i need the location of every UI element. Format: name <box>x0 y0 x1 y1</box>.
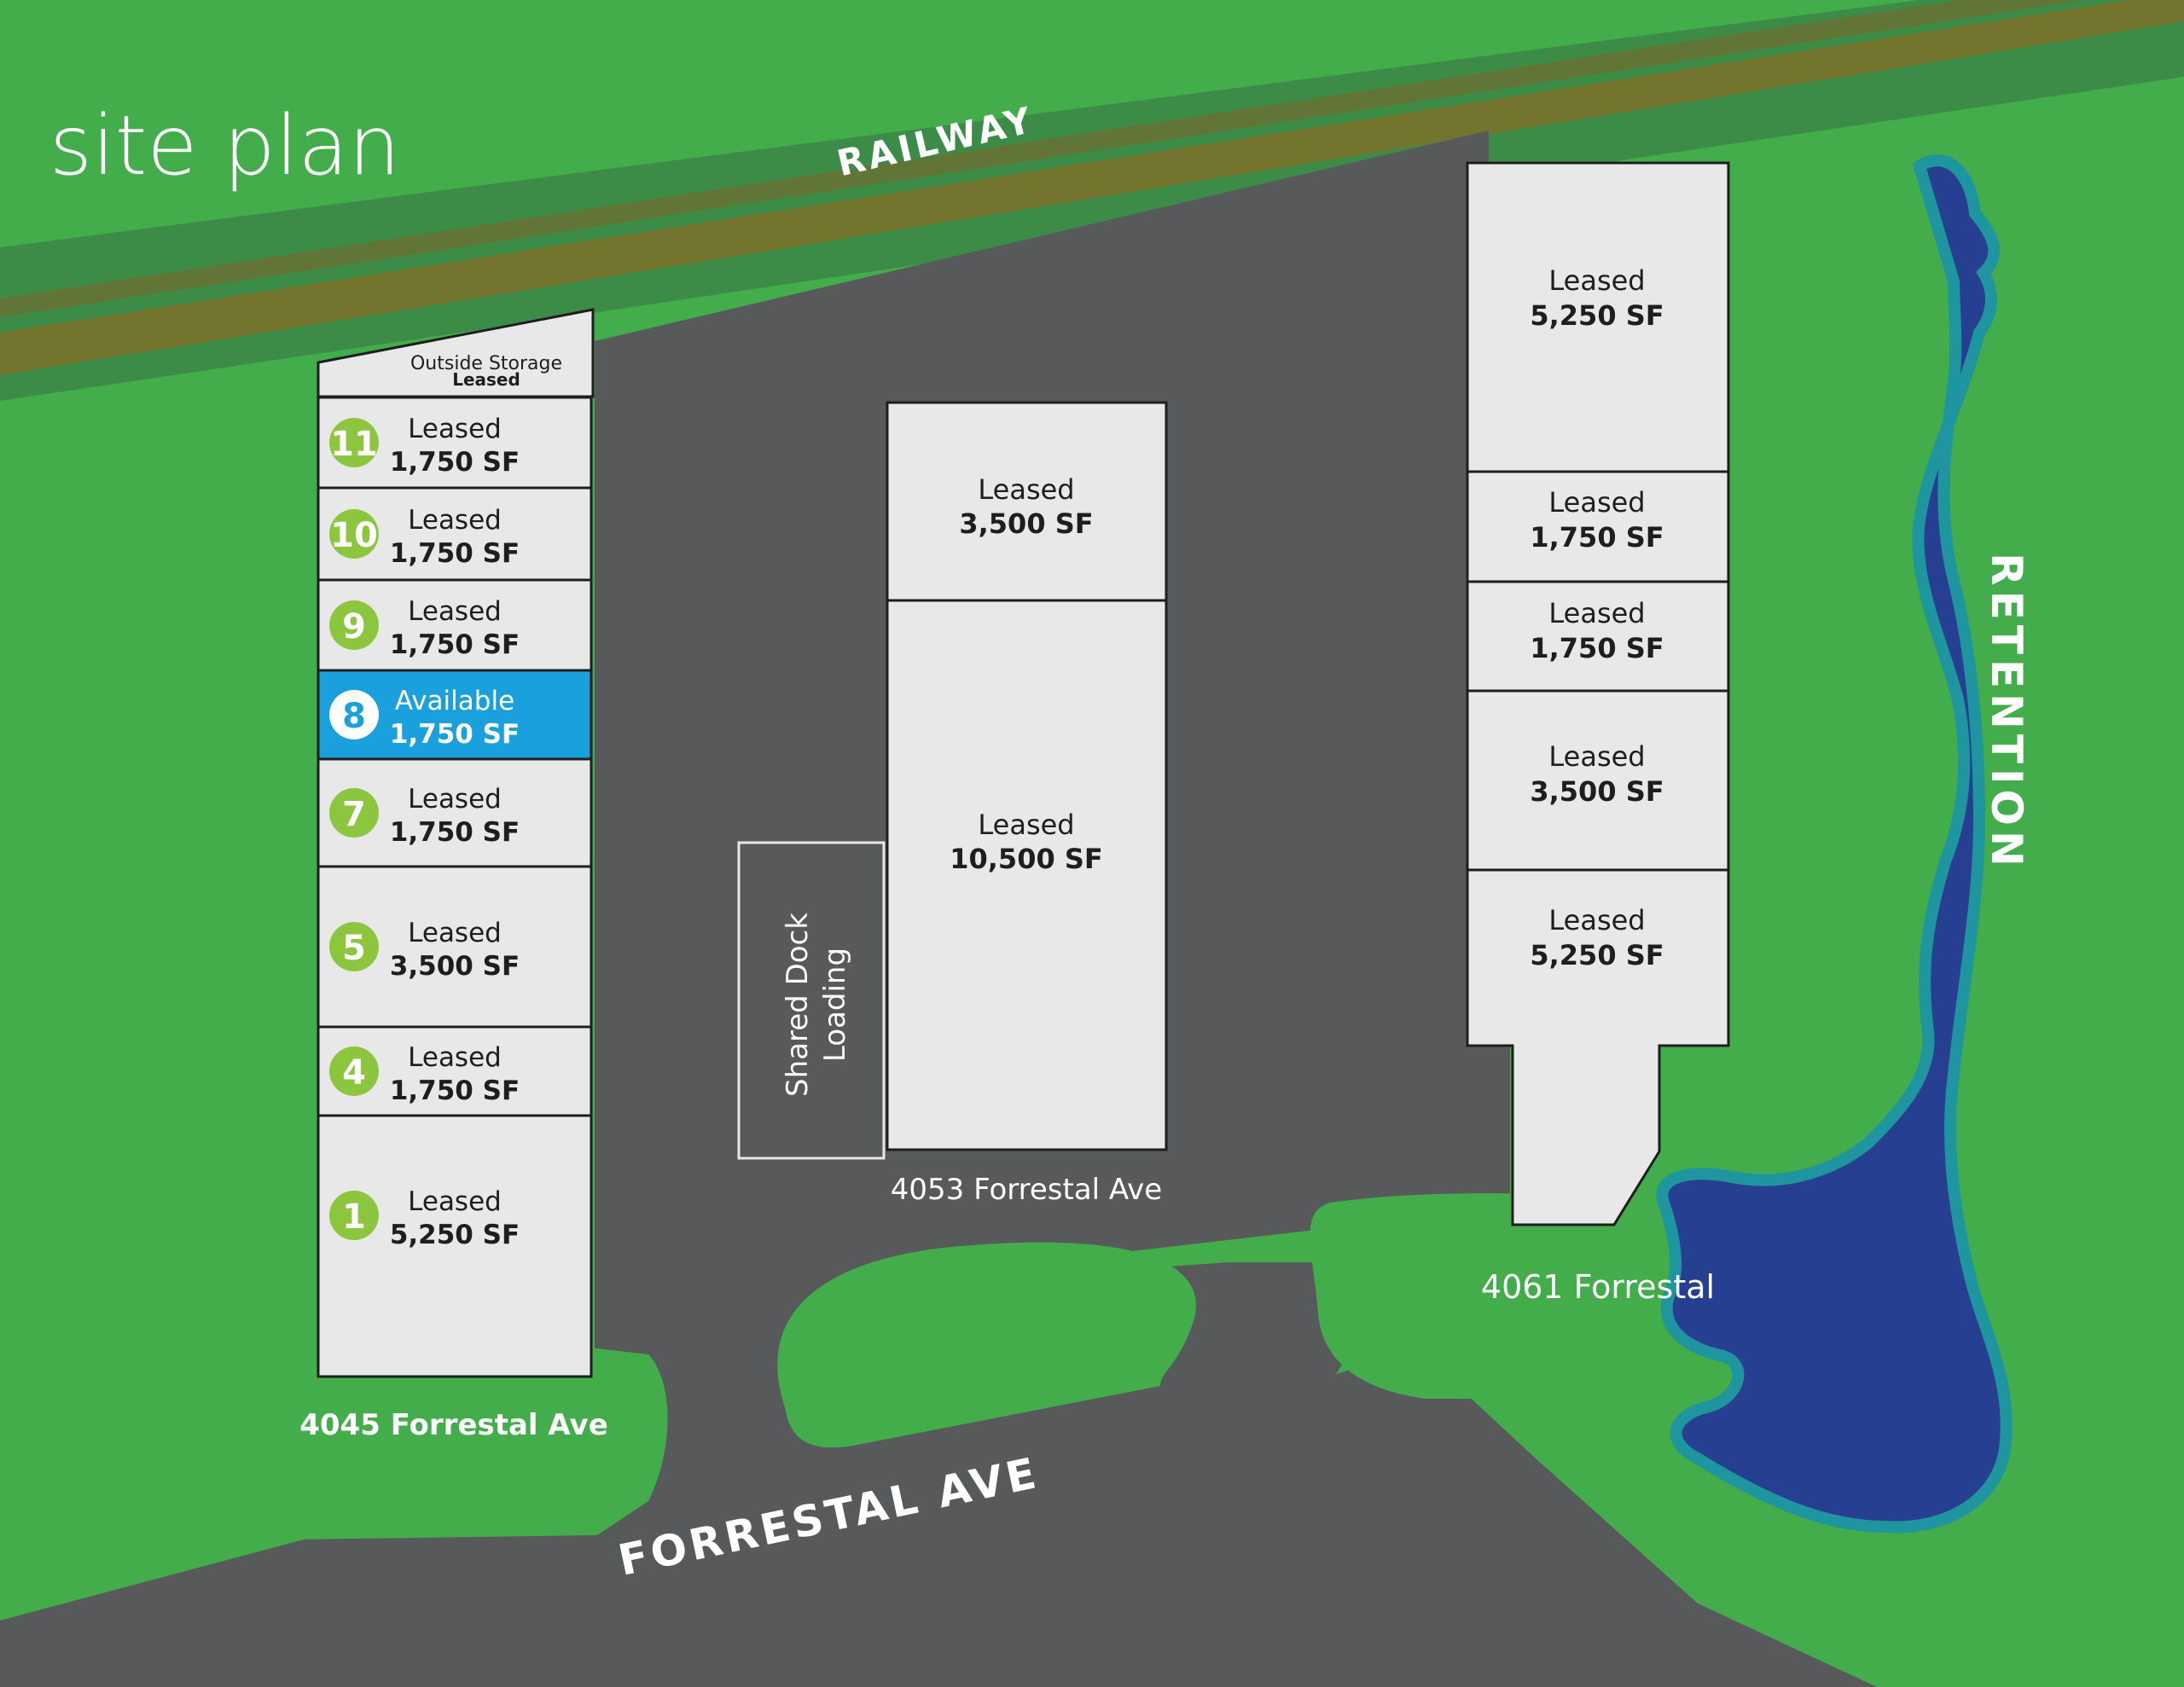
shared-dock-outline <box>737 841 886 1160</box>
unit-box <box>886 599 1168 1151</box>
unit-size: 1,750 SF <box>390 817 520 848</box>
unit-size: 5,250 SF <box>1530 299 1664 332</box>
unit-number-badge <box>329 1191 379 1240</box>
unit-status: Leased <box>1548 740 1645 773</box>
unit-number-badge <box>329 509 379 559</box>
unit-status: Leased <box>408 1186 502 1217</box>
unit-box <box>317 1114 593 1378</box>
unit-size: 1,750 SF <box>390 719 520 750</box>
railway <box>0 0 2184 401</box>
unit-number-badge <box>329 418 379 467</box>
unit-status: Leased <box>1548 597 1645 629</box>
outside-storage[interactable] <box>317 308 595 398</box>
retention-pond <box>1656 154 2013 1533</box>
unit-number: 4 <box>342 1053 366 1093</box>
retention-label: RETENTION <box>1982 553 2031 872</box>
unit-size: 1,750 SF <box>390 447 520 478</box>
forrestal-ave-road <box>0 1348 1877 1687</box>
unit-number-badge <box>329 922 379 971</box>
building-4053-label: 4053 Forrestal Ave <box>891 1173 1162 1207</box>
unit-box <box>1466 161 1730 473</box>
unit-number-badge <box>329 690 379 739</box>
unit-size: 10,500 SF <box>950 843 1103 875</box>
shared-dock-label-line1: Shared Dock <box>781 913 815 1097</box>
unit-status: Available <box>395 686 514 716</box>
unit-number-badge <box>329 600 379 650</box>
unit-number: 7 <box>342 795 366 834</box>
unit-size: 1,750 SF <box>390 1075 520 1106</box>
unit-number: 5 <box>342 929 366 968</box>
unit-number-badge <box>329 788 379 838</box>
unit-box <box>1466 689 1730 872</box>
unit-size: 1,750 SF <box>390 538 520 569</box>
page-title: site plan <box>49 98 400 194</box>
unit-status: Leased <box>408 1042 502 1073</box>
unit-size: 5,250 SF <box>1530 939 1664 971</box>
unit-status: Leased <box>408 784 502 815</box>
unit-size: 1,750 SF <box>1530 521 1664 554</box>
shared-dock-label-line2: Loading <box>818 948 852 1062</box>
unit-number: 8 <box>342 697 366 736</box>
unit-status: Leased <box>408 918 502 948</box>
unit-number: 11 <box>330 425 378 464</box>
unit-status: Leased <box>408 414 502 444</box>
shared-dock-loading: Shared Dock Loading <box>737 841 886 1160</box>
unit-size: 3,500 SF <box>390 951 520 982</box>
unit-status: Leased <box>1548 264 1645 297</box>
unit-size: 1,750 SF <box>390 629 520 660</box>
unit-status: Leased <box>408 505 502 536</box>
unit-status: Leased <box>408 596 502 627</box>
unit-box <box>1466 580 1730 693</box>
unit-number: 9 <box>342 607 366 646</box>
unit-size: 5,250 SF <box>390 1220 520 1250</box>
unit-status: Leased <box>1548 904 1645 936</box>
railway-track <box>0 0 2083 317</box>
unit-size: 3,500 SF <box>959 507 1093 540</box>
building-4045-label: 4045 Forrestal Ave <box>299 1408 608 1442</box>
grass-island <box>777 1242 1196 1448</box>
unit-number: 10 <box>330 516 378 555</box>
unit-status: Leased <box>978 473 1074 506</box>
unit-number: 1 <box>342 1197 366 1237</box>
railway-track <box>0 0 2184 375</box>
unit-status: Leased <box>978 809 1074 841</box>
grass-island <box>0 1348 668 1544</box>
unit-number-badge <box>329 1046 379 1096</box>
unit-size: 3,500 SF <box>1530 775 1664 808</box>
unit-status: Leased <box>1548 486 1645 519</box>
outside-storage-status: Leased <box>452 369 520 390</box>
outside-storage-name: Outside Storage <box>410 353 562 374</box>
building-4061-label: 4061 Forrestal <box>1481 1268 1715 1306</box>
unit-size: 1,750 SF <box>1530 632 1664 664</box>
